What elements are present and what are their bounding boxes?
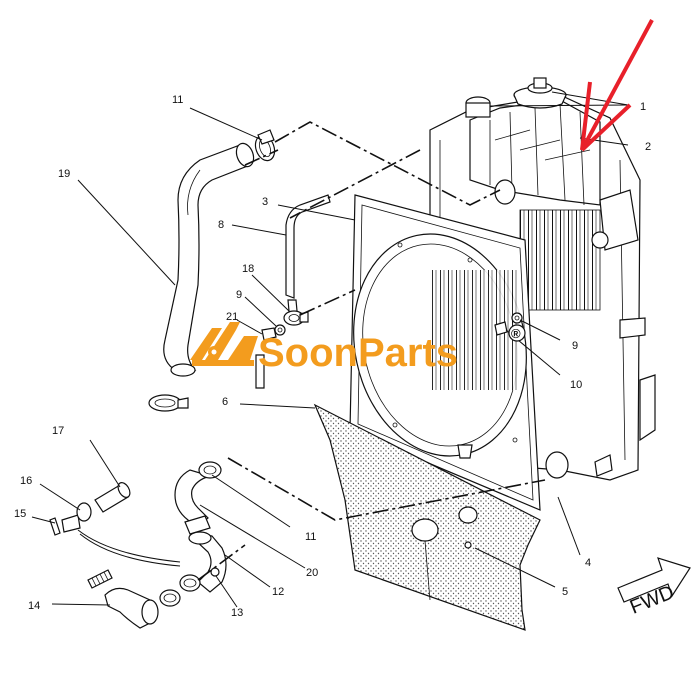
forward-direction-arrow: FWD xyxy=(617,557,691,619)
red-highlight-arrow xyxy=(580,19,654,152)
upper-hose xyxy=(163,142,255,377)
callout-1: 1 xyxy=(640,101,646,113)
callout-4: 4 xyxy=(585,557,591,569)
hose-clamp-12 xyxy=(159,589,181,607)
callout-19: 19 xyxy=(58,168,70,180)
callout-12: 12 xyxy=(272,586,284,598)
callout-10: 10 xyxy=(570,379,582,391)
callout-17: 17 xyxy=(52,425,64,437)
callout-2: 2 xyxy=(645,141,651,153)
lower-hose xyxy=(174,461,227,593)
fan-shroud xyxy=(349,194,541,511)
assembly-lines xyxy=(197,121,546,581)
callout-9a: 9 xyxy=(236,289,242,301)
callout-8: 8 xyxy=(218,219,224,231)
pipe-14 xyxy=(104,587,159,629)
callout-11b: 11 xyxy=(305,531,316,543)
callout-20: 20 xyxy=(306,567,318,579)
hose-clamp-11-top xyxy=(254,129,276,162)
baffle-plate xyxy=(313,403,541,631)
callout-16: 16 xyxy=(20,475,32,487)
registered-mark: ® xyxy=(508,324,526,342)
callout-9b: 9 xyxy=(572,340,578,352)
callout-3: 3 xyxy=(262,196,268,208)
radiator-cap xyxy=(513,77,567,109)
svg-text:®: ® xyxy=(511,326,521,341)
callout-14: 14 xyxy=(28,600,40,612)
soonparts-logo: SoonParts ® xyxy=(190,322,526,375)
hose-17 xyxy=(94,482,131,513)
bolt-21 xyxy=(261,327,277,341)
callout-11a: 11 xyxy=(172,94,183,106)
callout-18: 18 xyxy=(242,263,254,275)
callout-labels: 1 2 3 4 5 6 8 9 9 10 11 11 12 13 14 15 1… xyxy=(14,94,651,619)
callout-6: 6 xyxy=(222,396,228,408)
callout-21: 21 xyxy=(226,311,238,323)
brand-name: SoonParts xyxy=(258,331,458,375)
callout-5: 5 xyxy=(562,586,568,598)
washer-16 xyxy=(76,502,92,522)
drain-tube xyxy=(77,529,181,563)
spring-coil xyxy=(87,569,113,589)
excavator-logo-icon xyxy=(190,322,258,366)
callout-13: 13 xyxy=(231,607,243,619)
hose-clamp-11-bottom xyxy=(179,574,201,592)
callout-15: 15 xyxy=(14,508,26,520)
hose-clamp-lower-upper xyxy=(148,394,189,412)
drain-cock xyxy=(49,514,81,536)
